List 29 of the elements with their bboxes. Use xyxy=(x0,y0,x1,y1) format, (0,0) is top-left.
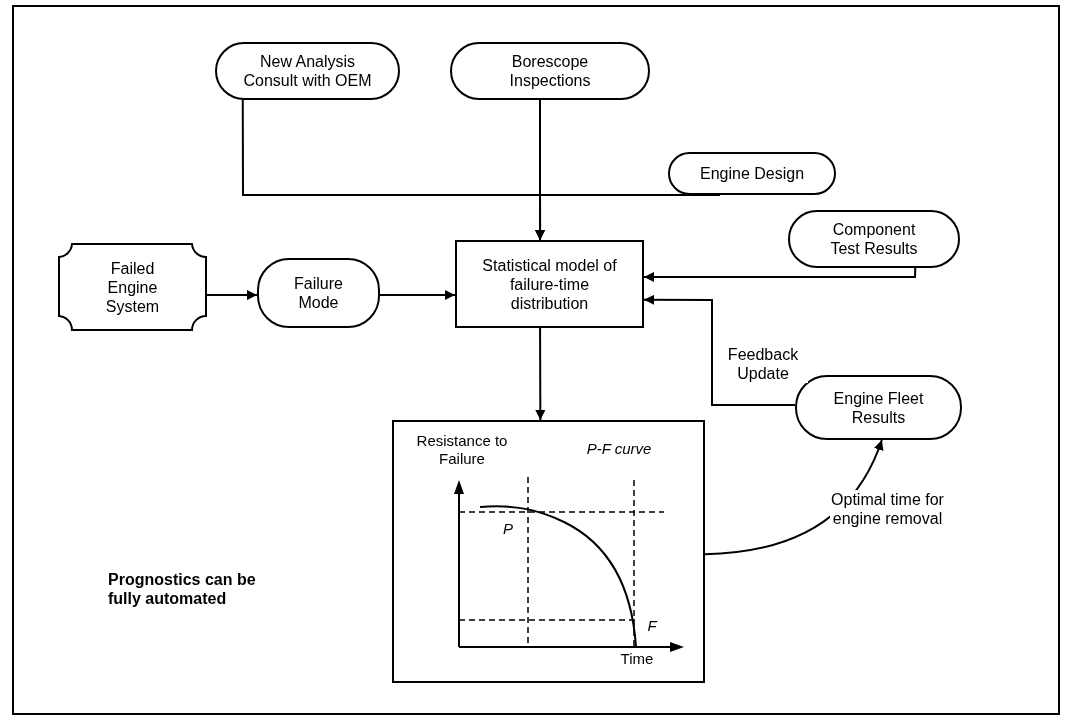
arrow xyxy=(643,267,917,282)
node-label: Failure Mode xyxy=(293,274,344,312)
process-box xyxy=(455,240,644,328)
terminator-box xyxy=(450,42,650,100)
node-label: Borescope Inspections xyxy=(508,52,592,90)
arrow xyxy=(206,290,258,301)
node-label: Component Test Results xyxy=(829,220,919,258)
terminator-box xyxy=(668,152,836,195)
arrow xyxy=(643,294,796,406)
point-label: F xyxy=(646,617,659,635)
arrow xyxy=(535,194,722,241)
edge-label: Optimal time for engine removal xyxy=(830,490,945,528)
arrow xyxy=(535,327,546,421)
terminator-box xyxy=(215,42,400,100)
node-label: Engine Fleet Results xyxy=(832,388,925,427)
node-label: Engine Design xyxy=(699,164,805,183)
plaque-box xyxy=(58,243,207,331)
axis-title: Resistance to Failure xyxy=(415,432,509,468)
terminator-box xyxy=(788,210,960,268)
arrow xyxy=(379,290,456,300)
node-label: Failed Engine System xyxy=(104,258,161,316)
terminator-box xyxy=(257,258,380,328)
node-label: Statistical model of failure-time distribution xyxy=(481,255,618,313)
axis-title: Time xyxy=(619,650,655,668)
node-label: New Analysis Consult with OEM xyxy=(242,52,373,90)
chart-title: P-F curve xyxy=(585,440,653,458)
terminator-box xyxy=(795,375,962,440)
point-label: P xyxy=(502,520,514,538)
chart-panel xyxy=(392,420,705,683)
